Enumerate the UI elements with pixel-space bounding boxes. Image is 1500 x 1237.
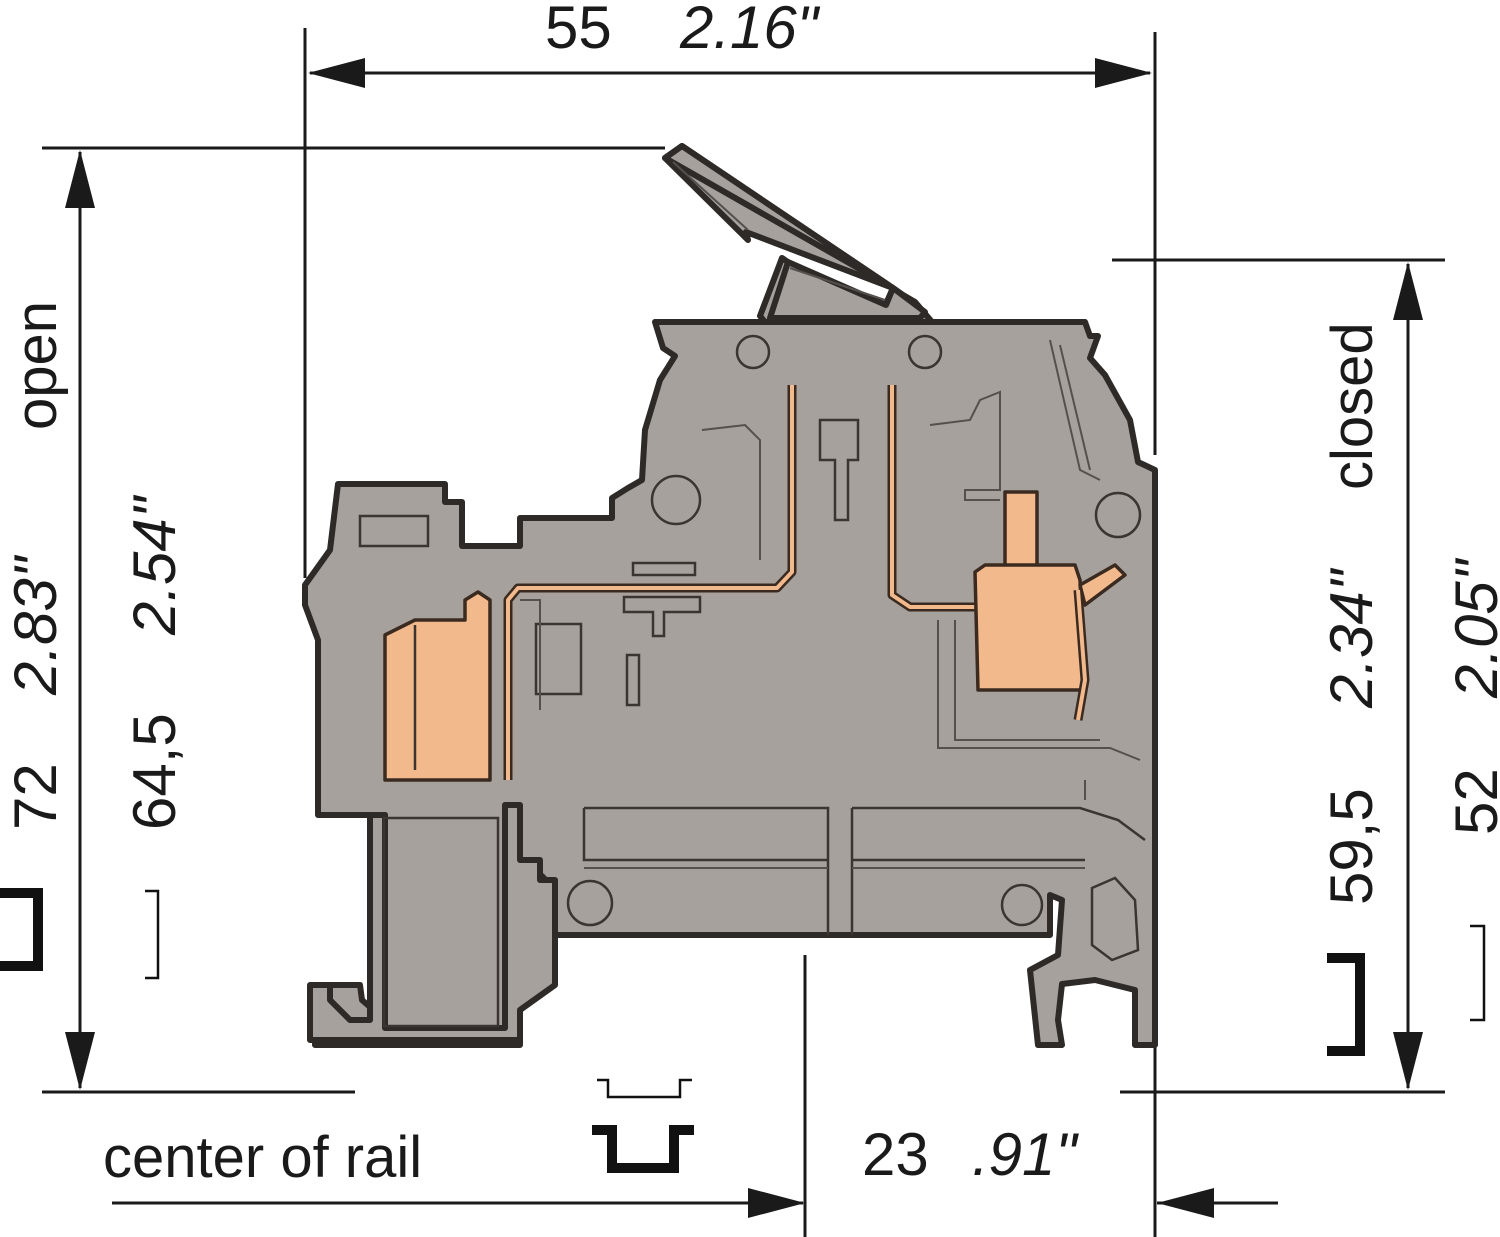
open-rail-height-mm-label: 64,5 — [121, 713, 188, 830]
width-inch-label: 2.16" — [679, 0, 821, 61]
dimension-labels: 55 2.16" open 72 2.83" 64,5 2.54" closed… — [2, 0, 1500, 1190]
right-clamp-screw — [1003, 490, 1039, 574]
closed-rail-height-mm-label: 52 — [1443, 768, 1500, 835]
center-of-rail-label: center of rail — [103, 1125, 422, 1190]
left-clamp — [383, 590, 492, 782]
open-height-inch-label: 2.83" — [2, 554, 69, 696]
rail-thick-right-icon — [1327, 953, 1365, 1056]
closed-height-mm-label: 59,5 — [1318, 788, 1385, 905]
rail-thick-bottom-icon — [592, 1125, 694, 1173]
closed-height-inch-label: 2.34" — [1318, 567, 1385, 709]
dimension-lines — [42, 28, 1445, 1237]
rail-thick-left-icon — [0, 888, 43, 971]
terminal-block — [302, 143, 1158, 1048]
open-label: open — [4, 301, 69, 430]
open-rail-height-inch-label: 2.54" — [121, 494, 188, 636]
din-rail-symbols — [0, 888, 1486, 1173]
rail-thin-left-icon — [145, 889, 160, 980]
rail-thin-right-icon — [1470, 924, 1486, 1022]
width-mm-label: 55 — [545, 0, 612, 61]
open-height-mm-label: 72 — [2, 763, 69, 830]
rail-offset-mm-label: 23 — [862, 1121, 929, 1188]
closed-label: closed — [1320, 322, 1385, 490]
right-clamp — [973, 563, 1087, 692]
closed-rail-height-inch-label: 2.05" — [1443, 557, 1500, 699]
rail-offset-inch-label: .91" — [972, 1121, 1079, 1188]
rail-thin-bottom-icon — [597, 1078, 692, 1099]
